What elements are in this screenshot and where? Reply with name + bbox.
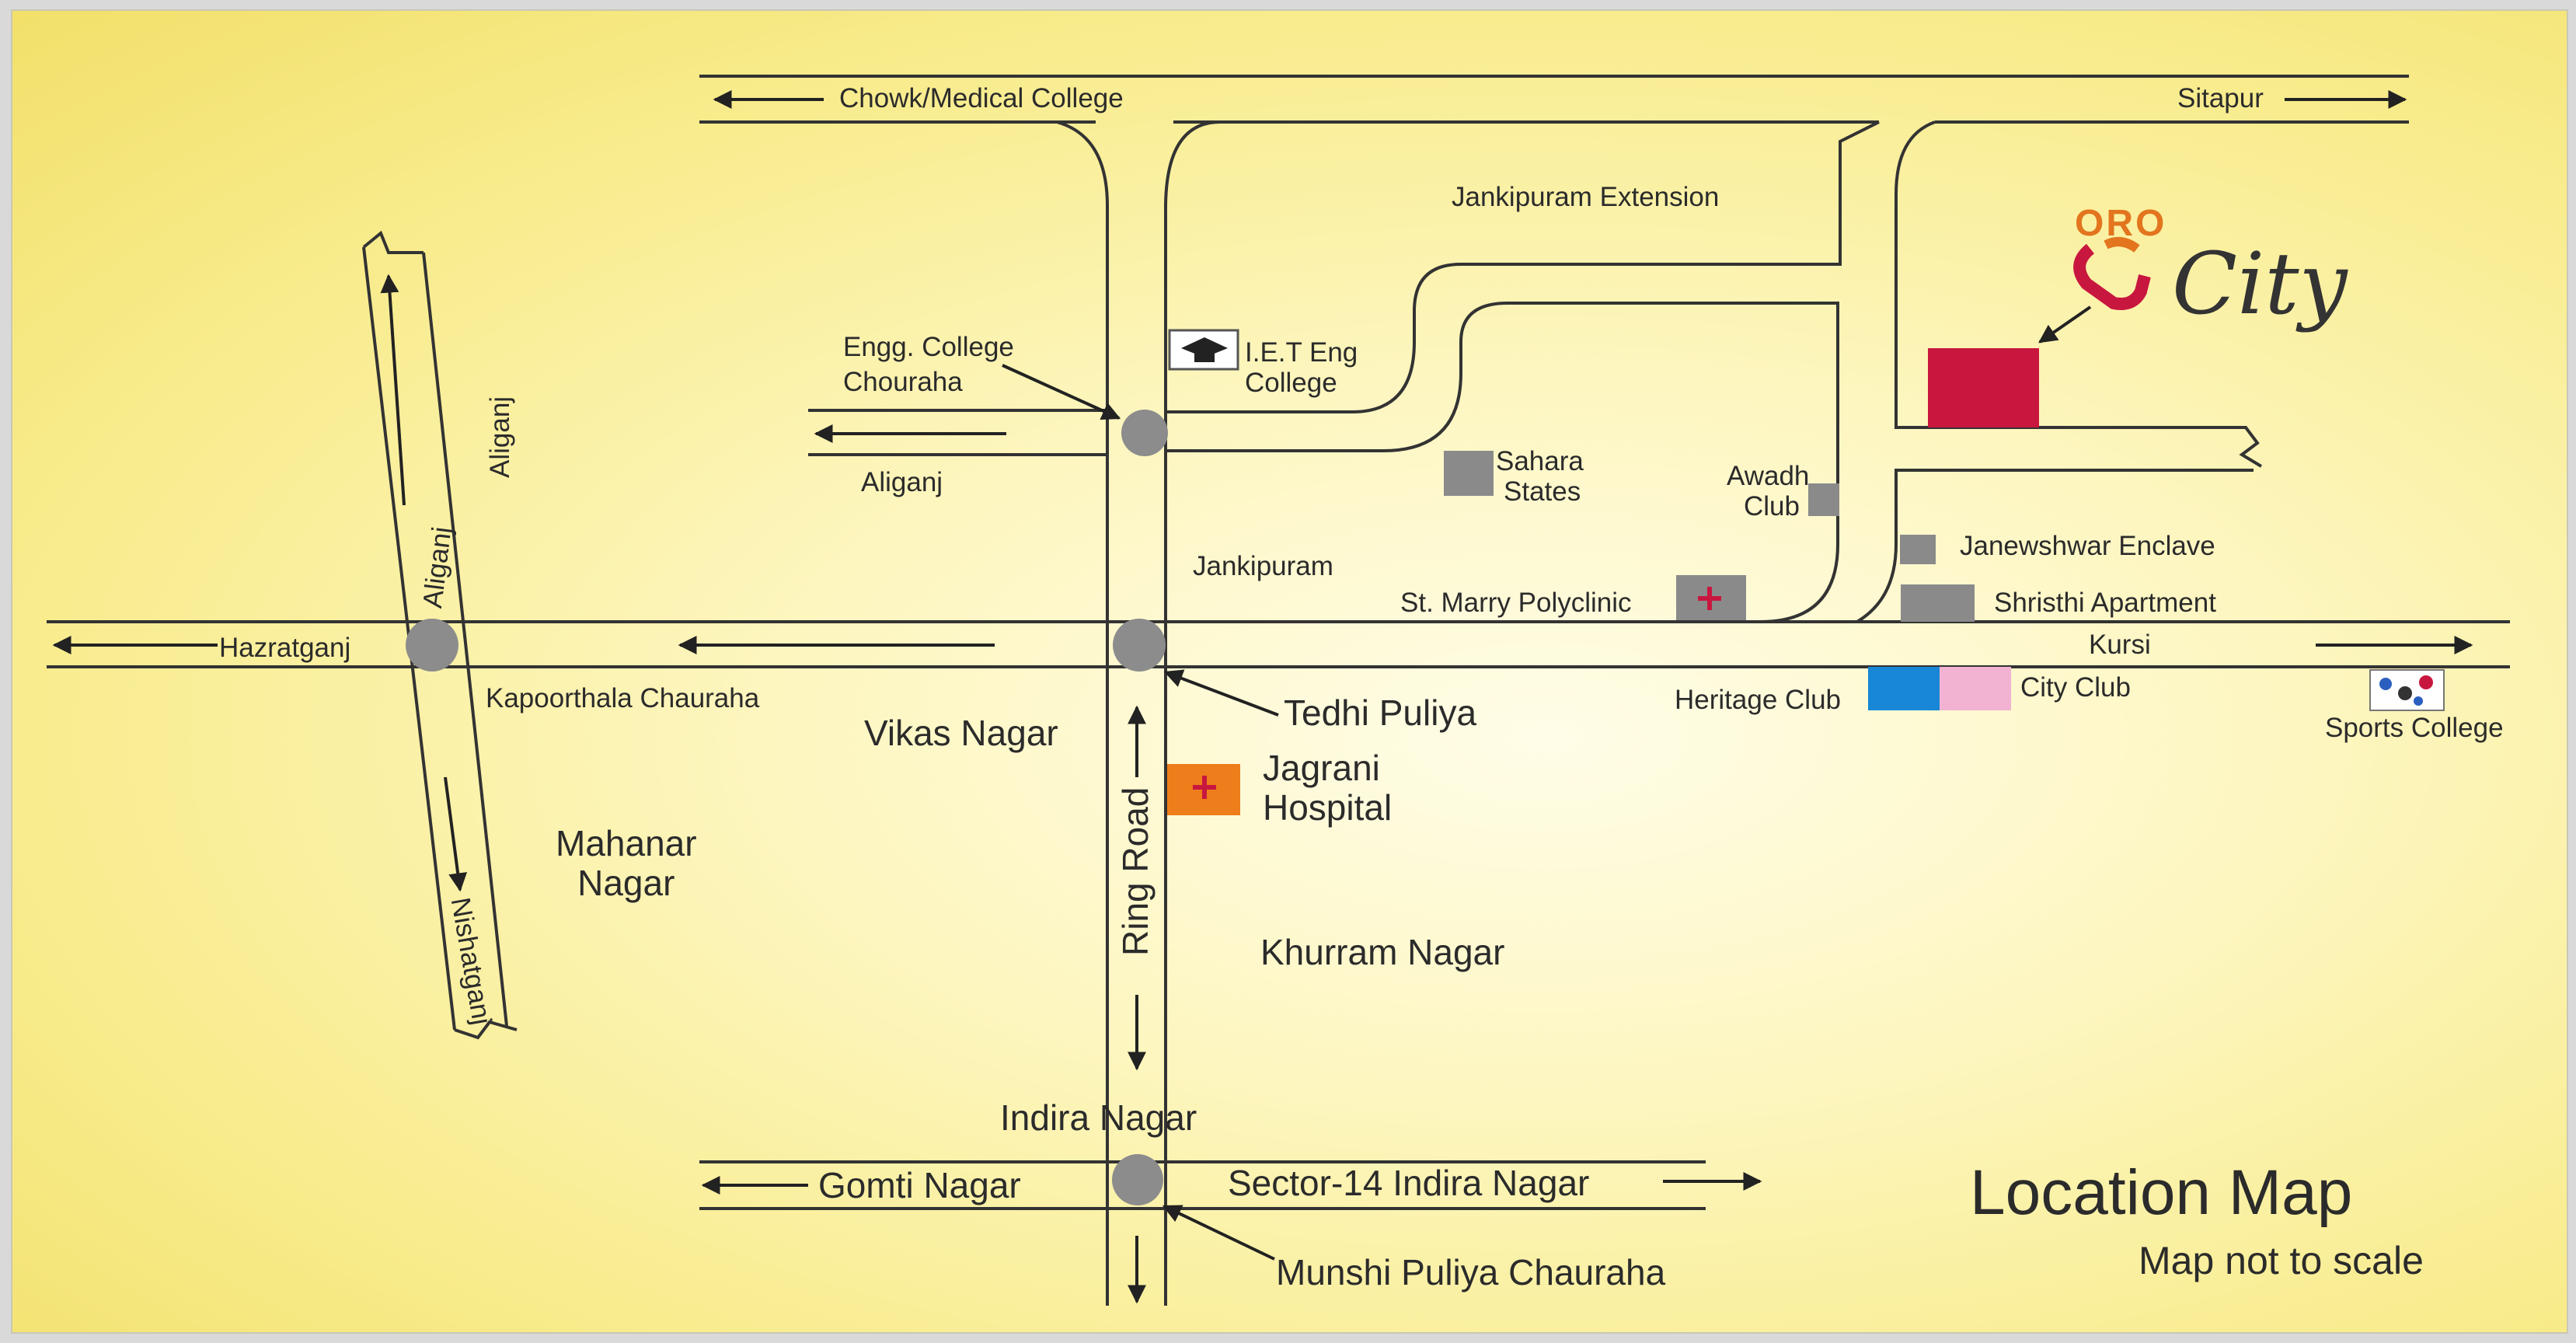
graduation-cap-icon — [1168, 329, 1239, 371]
road-label-sitapur: Sitapur — [2177, 83, 2264, 113]
landmark-label-jagrani: Jagrani Hospital — [1263, 748, 1393, 828]
landmark-label-iet: I.E.T Eng College — [1245, 337, 1358, 398]
sahara-building — [1444, 451, 1494, 496]
road-label-hazratganj: Hazratganj — [219, 633, 351, 663]
arrow-engg-label — [1002, 364, 1121, 420]
brand-top-text: ORO — [2075, 203, 2167, 244]
landmark-label-cityclub: City Club — [2020, 672, 2131, 703]
landmark-label-stmarry: St. Marry Polyclinic — [1400, 588, 1632, 618]
munshi-junction — [1112, 1154, 1163, 1205]
engg-junction — [1121, 410, 1168, 456]
project-site — [1928, 348, 2039, 427]
diagonal-road-top-break — [362, 230, 424, 254]
road-label-ring-road: Ring Road — [1115, 787, 1156, 956]
brand-logo-mark — [2073, 237, 2151, 310]
road-label-gomti: Gomti Nagar — [818, 1165, 1021, 1205]
arrow-diag-up — [380, 274, 406, 506]
area-label-jankipuram-ext: Jankipuram Extension — [1452, 182, 1720, 212]
arrow-brand-pointer — [2038, 305, 2092, 344]
junction-label-engg: Engg. College Chouraha — [843, 332, 1014, 397]
landmark-label-sports: Sports College — [2325, 713, 2504, 743]
area-label-vikas: Vikas Nagar — [864, 713, 1058, 753]
extension-road-outer — [1166, 120, 1880, 413]
diagonal-road-bottom-break — [454, 1020, 518, 1040]
map-background — [11, 9, 2568, 1334]
area-label-mahanar: Mahanar Nagar — [556, 823, 697, 903]
arrow-diag-down — [444, 776, 468, 892]
area-label-khurram: Khurram Nagar — [1260, 932, 1505, 972]
diagonal-road-right — [422, 252, 508, 1027]
extension-road-inner — [1166, 302, 1839, 623]
junction-label-munshi: Munshi Puliya Chauraha — [1276, 1252, 1666, 1292]
right-road-a — [1895, 120, 2263, 468]
brand-name-text: City — [2172, 234, 2348, 333]
tedhi-junction — [1113, 619, 1166, 672]
shristhi-building — [1901, 584, 1975, 622]
ring-road-curve — [1164, 120, 1221, 209]
kapoorthala-junction — [406, 619, 458, 672]
road-label-aliganj-vertical: Aliganj — [485, 396, 515, 478]
map-subtitle: Map not to scale — [2139, 1239, 2424, 1282]
right-road-b — [1856, 469, 2254, 623]
area-label-indira: Indira Nagar — [1000, 1097, 1197, 1138]
area-label-jankipuram: Jankipuram — [1193, 551, 1333, 581]
road-label-sector14: Sector-14 Indira Nagar — [1228, 1163, 1590, 1203]
sports-icon — [2369, 669, 2445, 711]
janeshwar-building — [1900, 535, 1936, 564]
landmark-label-sahara: Sahara States — [1496, 446, 1584, 507]
road-label-kursi: Kursi — [2089, 630, 2151, 660]
landmark-label-shristhi: Shristhi Apartment — [1994, 588, 2216, 618]
heritage-block — [1868, 667, 1940, 710]
arrow-tedhi-label — [1163, 669, 1279, 717]
ring-road-left — [1056, 120, 1109, 1306]
cityclub-block — [1940, 667, 2011, 710]
map-title: Location Map — [1970, 1157, 2353, 1228]
junction-label-kapoorthala: Kapoorthala Chauraha — [486, 683, 760, 713]
landmark-label-awadh: Awadh Club — [1727, 461, 1810, 522]
awadh-building — [1808, 483, 1839, 516]
landmark-label-heritage: Heritage Club — [1675, 685, 1841, 715]
junction-label-tedhi: Tedhi Puliya — [1284, 692, 1477, 733]
arrow-munshi-label — [1162, 1205, 1275, 1261]
road-label-chowk: Chowk/Medical College — [839, 83, 1124, 113]
area-label-aliganj: Aliganj — [861, 467, 943, 497]
landmark-label-janeshwar: Janewshwar Enclave — [1960, 531, 2215, 561]
